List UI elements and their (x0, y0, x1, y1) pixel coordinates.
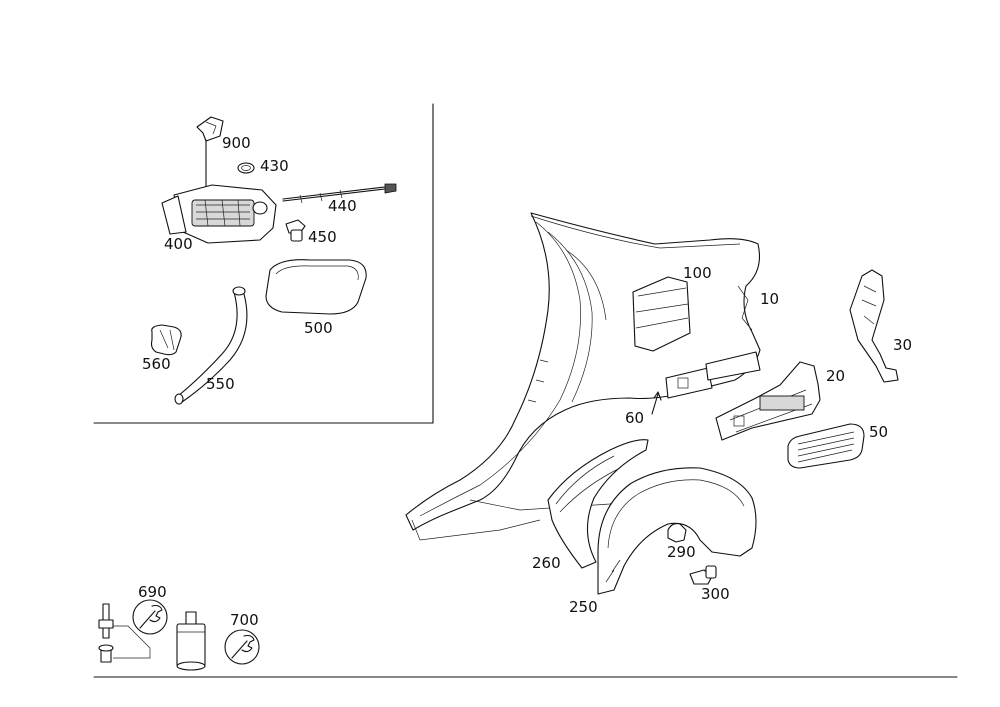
part-250-wheel-housing[interactable] (597, 467, 757, 595)
label-60: 60 (625, 409, 644, 427)
label-400: 400 (164, 235, 193, 253)
label-560: 560 (142, 355, 171, 373)
part-300-rivet[interactable] (689, 565, 717, 585)
inset-frame (93, 103, 434, 424)
label-440: 440 (328, 197, 357, 215)
label-260: 260 (532, 554, 561, 572)
part-60-marker[interactable] (651, 391, 662, 415)
part-700-cartridge[interactable] (176, 611, 206, 671)
part-30-bracket[interactable] (849, 269, 899, 383)
label-450: 450 (308, 228, 337, 246)
part-900-sticker[interactable] (196, 116, 224, 191)
label-300: 300 (701, 585, 730, 603)
wrench-icon (224, 629, 260, 665)
part-260-arch-liner[interactable] (547, 439, 649, 569)
label-290: 290 (667, 543, 696, 561)
part-430-ring[interactable] (237, 162, 255, 174)
label-430: 430 (260, 157, 289, 175)
label-30: 30 (893, 336, 912, 354)
part-550-hose[interactable] (174, 286, 248, 405)
part-440-rod[interactable] (282, 183, 397, 204)
part-20-end-panel[interactable] (715, 361, 821, 441)
label-900: 900 (222, 134, 251, 152)
part-290-clip[interactable] (667, 523, 687, 543)
part-500-fuel-flap[interactable] (265, 259, 367, 315)
part-100-panel[interactable] (632, 276, 691, 352)
label-700: 700 (230, 611, 259, 629)
label-20: 20 (826, 367, 845, 385)
label-100: 100 (683, 264, 712, 282)
label-500: 500 (304, 319, 333, 337)
wrench-icon (132, 599, 168, 635)
label-50: 50 (869, 423, 888, 441)
part-560-clip[interactable] (150, 324, 182, 356)
part-450-screw[interactable] (285, 219, 306, 242)
part-690-bolts[interactable] (98, 603, 151, 663)
part-50-vent[interactable] (787, 423, 865, 469)
label-250: 250 (569, 598, 598, 616)
label-10: 10 (760, 290, 779, 308)
label-690: 690 (138, 583, 167, 601)
part-400-filler-housing[interactable] (161, 184, 277, 244)
rear-lower-panel (665, 351, 761, 399)
label-550: 550 (206, 375, 235, 393)
